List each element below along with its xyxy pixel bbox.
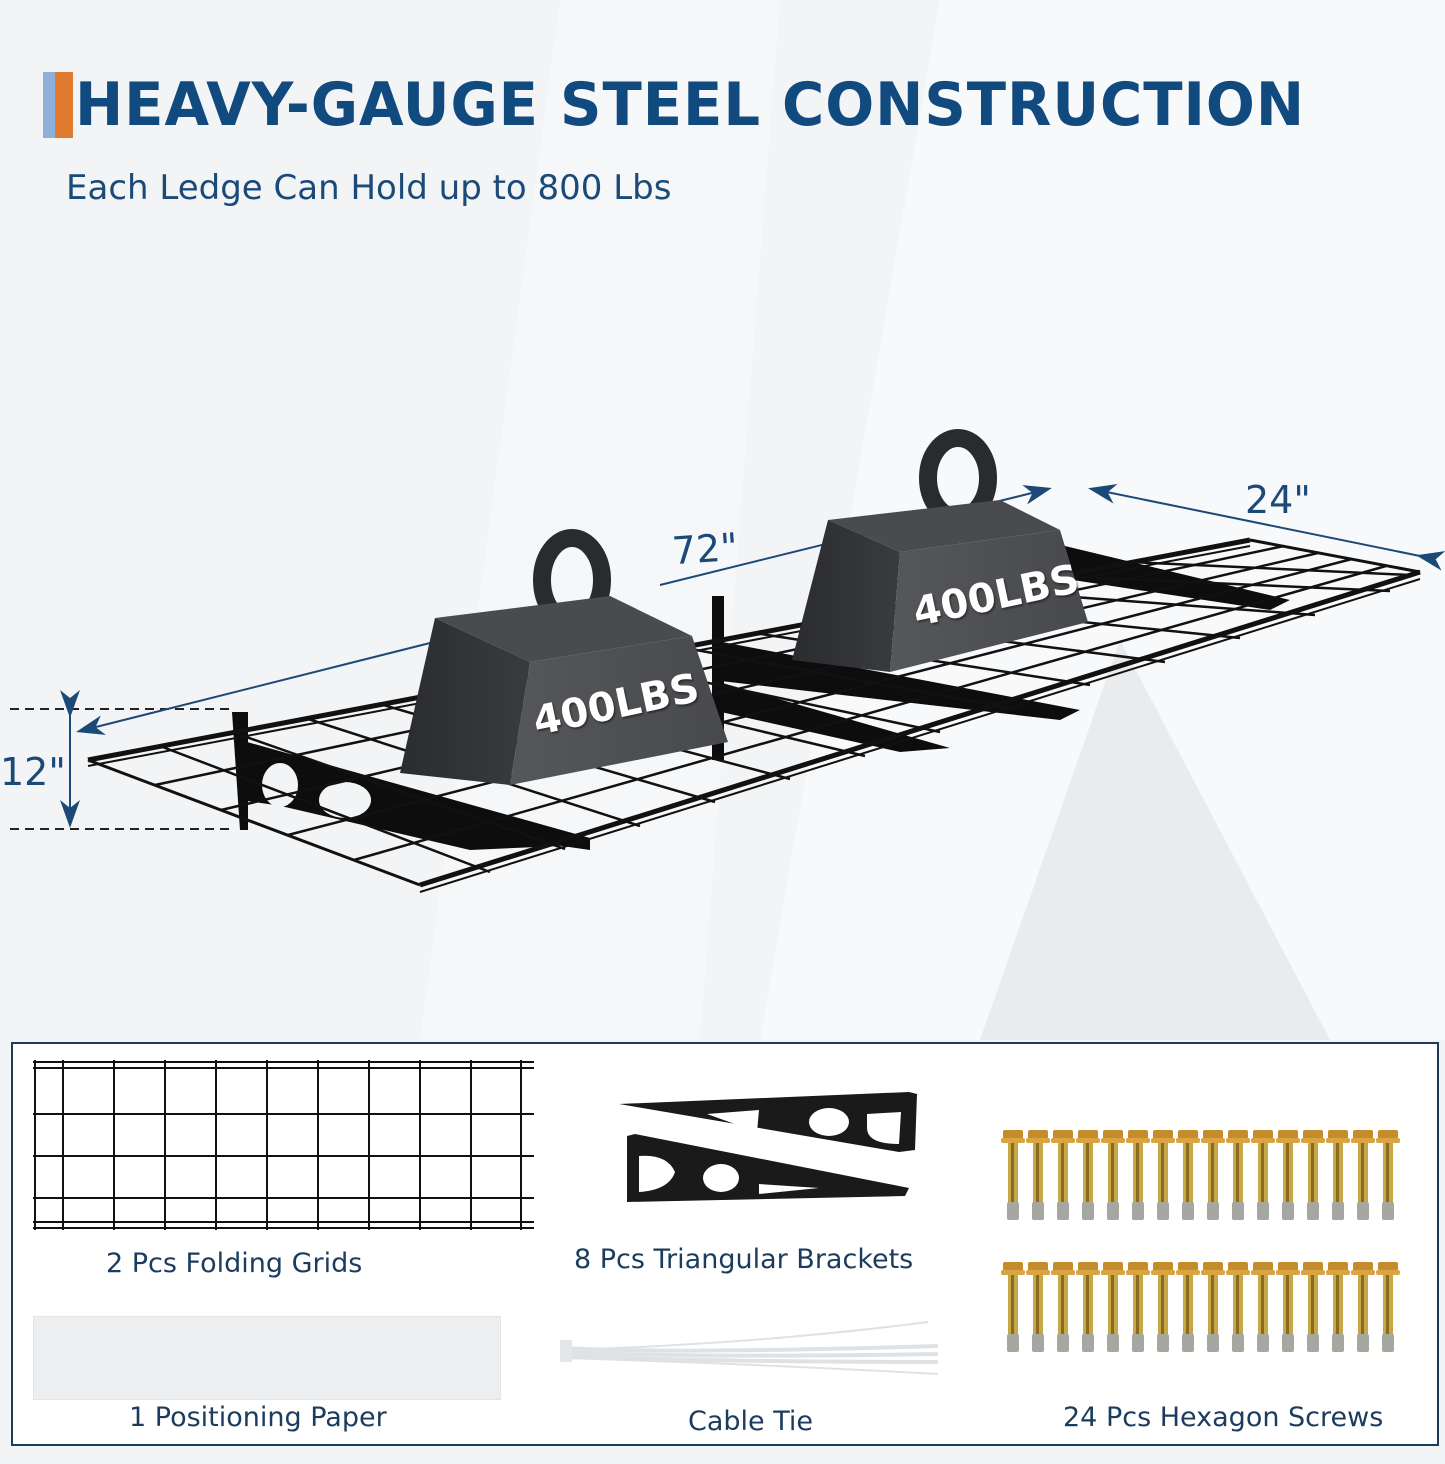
screw-row-1 (1001, 1130, 1400, 1220)
headline: HEAVY-GAUGE STEEL CONSTRUCTION (43, 72, 1356, 138)
part-label-folding-grids: 2 Pcs Folding Grids (106, 1248, 363, 1279)
hex-screw-icon (1001, 1130, 1400, 1352)
part-label-positioning-paper: 1 Positioning Paper (129, 1402, 387, 1433)
cable-tie-icon (560, 1321, 939, 1375)
positioning-paper-icon (33, 1316, 501, 1400)
title-accent-bar (43, 72, 73, 138)
part-label-triangular-brackets: 8 Pcs Triangular Brackets (574, 1244, 914, 1275)
shelf-illustration (10, 429, 1445, 893)
screw-row-2 (1001, 1262, 1400, 1352)
depth-label: 24" (1245, 478, 1311, 522)
weight-400lbs-left (400, 529, 728, 785)
part-label-cable-tie: Cable Tie (688, 1406, 814, 1437)
weight-400lbs-right (792, 429, 1088, 672)
height-label: 12" (0, 750, 66, 794)
triangular-bracket-icon (619, 1092, 917, 1202)
depth-dimension (1088, 484, 1445, 571)
wire-grid-icon (33, 1060, 534, 1230)
part-label-hexagon-screws: 24 Pcs Hexagon Screws (1063, 1402, 1384, 1433)
page-title: HEAVY-GAUGE STEEL CONSTRUCTION (75, 70, 1306, 140)
included-parts-panel: 2 Pcs Folding Grids 8 Pcs Triangular Bra… (11, 1042, 1439, 1446)
height-dimension (10, 690, 235, 830)
subtitle: Each Ledge Can Hold up to 800 Lbs (66, 168, 672, 208)
length-label: 72" (670, 524, 740, 574)
